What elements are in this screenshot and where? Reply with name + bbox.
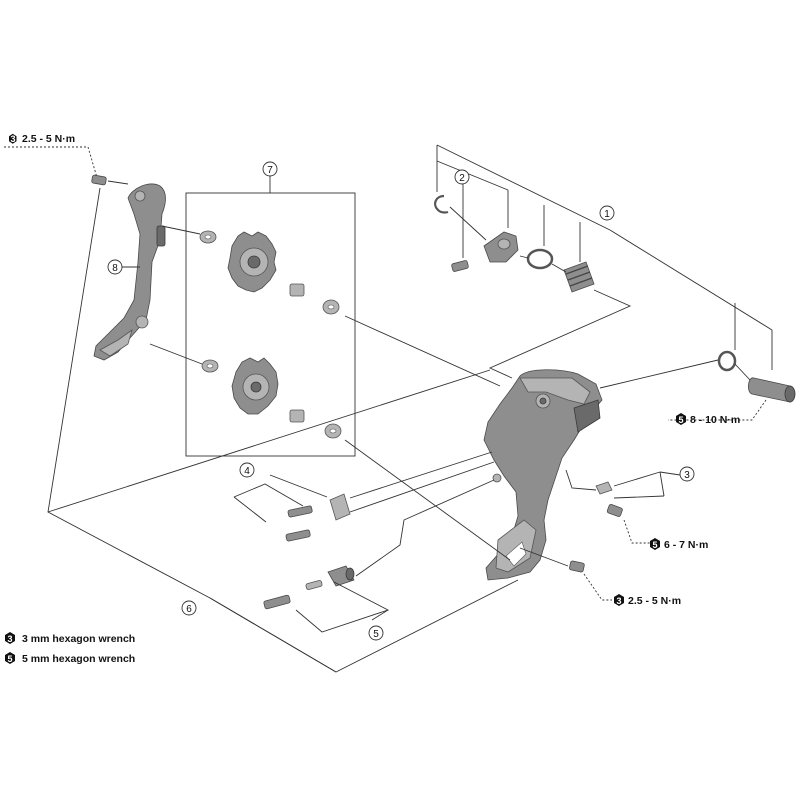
lower-pulley-assembly [201,357,342,439]
e-clip [434,194,449,214]
svg-text:5: 5 [678,415,683,425]
callout-6[interactable]: 6 [181,600,197,616]
callout-8[interactable]: 8 [107,259,140,275]
bottom-screw [569,560,585,573]
hex-badge-icon [676,413,686,425]
adjust-screw [451,260,469,272]
callout-2[interactable]: 2 [454,169,470,185]
svg-text:3: 3 [616,596,621,606]
badge-tool-number: 3 [10,134,15,144]
legend-item-3mm: 3 3 mm hexagon wrench [5,632,135,645]
torque-callout-axle: 5 8 - 10 N·m [668,399,767,426]
callout-4[interactable]: 4 [239,462,255,478]
svg-text:5 mm hexagon wrench: 5 mm hexagon wrench [22,653,135,665]
torque-callout-bottom: 3 2.5 - 5 N·m [583,573,681,607]
cable-adjuster-spring [305,580,323,590]
axle-bolt [748,377,796,403]
cable-fixing-plate [329,493,351,521]
svg-text:5: 5 [7,654,12,664]
svg-text:3: 3 [684,470,690,481]
svg-text:5: 5 [373,629,379,640]
tension-plate [483,231,519,263]
tool-legend: 3 3 mm hexagon wrench 5 5 mm hexagon wre… [5,632,135,665]
hex-badge-icon [5,652,15,664]
tension-spring [563,261,595,293]
svg-text:2: 2 [459,173,465,184]
legend-item-5mm: 5 5 mm hexagon wrench [5,652,135,665]
svg-text:8 - 10 N·m: 8 - 10 N·m [690,414,740,426]
axle-washer [717,350,737,372]
svg-text:7: 7 [267,165,273,176]
svg-text:4: 4 [244,466,250,477]
cable-adjuster-barrel [327,565,355,587]
callout-1[interactable]: 1 [599,205,615,221]
stop-screw [606,504,623,517]
hex-badge-icon [5,632,15,644]
torque-callout-stop-screw: 5 6 - 7 N·m [623,519,708,551]
hex-badge-icon [650,538,660,550]
stop-screw-washer [595,481,613,495]
cage-screw [91,174,107,186]
svg-text:5: 5 [652,540,657,550]
svg-text:1: 1 [604,209,610,220]
svg-text:2.5 - 5 N·m: 2.5 - 5 N·m [628,595,681,607]
callout-3[interactable]: 3 [679,466,695,482]
torque-callout-top-left: 3 2.5 - 5 N·m [4,133,99,182]
svg-text:8: 8 [112,263,118,274]
cable-fixing-bolt [285,505,313,542]
o-ring [526,248,554,270]
svg-text:3 mm hexagon wrench: 3 mm hexagon wrench [22,633,135,645]
upper-pulley-assembly [199,230,340,315]
svg-text:3: 3 [7,634,12,644]
derailleur-main-body [483,369,603,581]
svg-text:6 - 7 N·m: 6 - 7 N·m [664,539,708,551]
cable-adjuster-screw [263,594,291,610]
callout-5[interactable]: 5 [368,625,384,641]
hex-badge-icon [614,594,624,606]
pulley-kit-box [185,176,356,457]
callout-7[interactable]: 7 [262,161,278,177]
torque-value: 2.5 - 5 N·m [22,133,75,145]
svg-text:6: 6 [186,604,192,615]
pulley-cage-plate [93,183,166,361]
hex-badge-icon [9,133,17,144]
